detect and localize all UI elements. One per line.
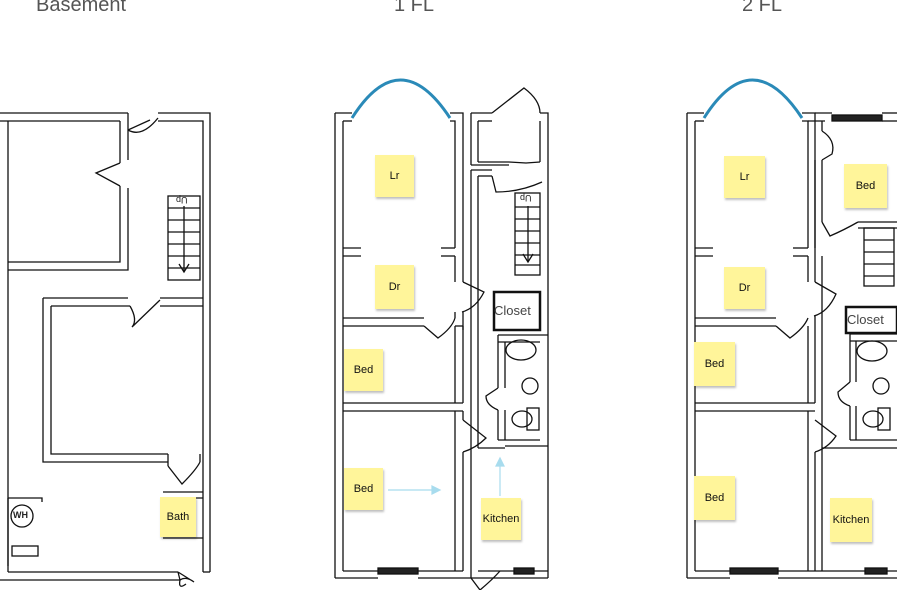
fl1-closet-label: Closet (494, 303, 531, 318)
second-floor-plan (686, 78, 897, 579)
fl2-rear-bed-note: Bed (694, 476, 735, 520)
basement-stair-up-label: Up (176, 195, 188, 205)
fl1-kitchen-note: Kitchen (481, 498, 521, 540)
fl1-rear-bed-note: Bed (344, 468, 383, 510)
first-floor-stair-up-label: Up (520, 193, 532, 203)
fl2-dining-room-note: Dr (724, 267, 765, 309)
fl1-front-bed-note: Bed (344, 349, 383, 391)
annotation-arrows (388, 456, 505, 496)
basement-title: Basement (36, 0, 127, 16)
first-floor-plan (334, 78, 549, 590)
second-floor-title: 2 FL (742, 0, 783, 16)
fl2-living-room-note: Lr (724, 156, 765, 198)
basement-plan (0, 112, 211, 587)
basement-bath-note: Bath (160, 497, 196, 537)
fl2-closet-label: Closet (847, 312, 884, 327)
water-heater-label: WH (13, 510, 28, 520)
fl2-kitchen-note: Kitchen (830, 498, 872, 542)
fl1-living-room-note: Lr (375, 155, 414, 197)
first-floor-title: 1 FL (394, 0, 435, 16)
fl1-dining-room-note: Dr (375, 265, 414, 309)
fl2-small-bed-note: Bed (844, 164, 887, 208)
fl2-front-bed-note: Bed (694, 342, 735, 386)
